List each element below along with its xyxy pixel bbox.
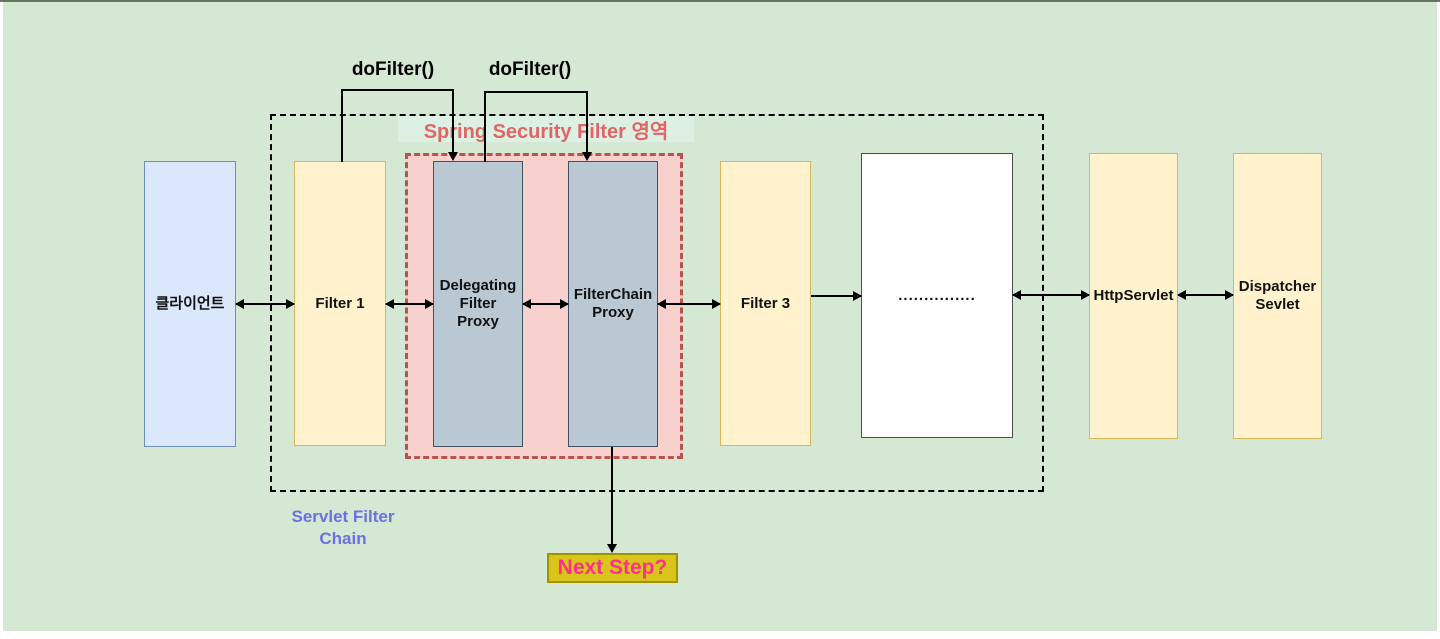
- arrow-client-filter1: [235, 299, 295, 309]
- dofilter1-line-across: [341, 89, 454, 91]
- dofilter1-arrow-down-icon: [448, 89, 458, 161]
- node-filter-3: Filter 3: [720, 161, 811, 446]
- dofilter-label-left: doFilter(): [351, 59, 435, 80]
- node-filterchain-proxy: FilterChain Proxy: [568, 161, 658, 447]
- spring-security-region-title: Spring Security Filter 영역: [398, 116, 694, 143]
- next-step-arrow-icon: [607, 447, 617, 553]
- dofilter2-line-across: [484, 91, 588, 93]
- arrow-ellipsis-httpservlet: [1012, 290, 1090, 300]
- window-top-edge: [0, 0, 1440, 2]
- arrow-filter1-delegating: [385, 299, 434, 309]
- node-delegating-filter-proxy: Delegating Filter Proxy: [433, 161, 523, 447]
- node-filter-1: Filter 1: [294, 161, 386, 446]
- arrow-filterchain-filter3: [657, 299, 721, 309]
- arrow-httpservlet-dispatcher: [1177, 290, 1234, 300]
- arrow-filter3-ellipsis: [811, 291, 862, 301]
- next-step-box: Next Step?: [547, 553, 678, 583]
- node-client: 클라이언트: [144, 161, 236, 447]
- dofilter1-line-up: [341, 89, 343, 162]
- arrow-delegating-filterchain: [522, 299, 569, 309]
- node-dispatcher-servlet: Dispatcher Sevlet: [1233, 153, 1322, 439]
- servlet-filter-chain-label: Servlet Filter Chain: [291, 507, 395, 548]
- node-http-servlet: HttpServlet: [1089, 153, 1178, 439]
- node-ellipsis: ...............: [861, 153, 1013, 438]
- dofilter2-arrow-down-icon: [582, 91, 592, 161]
- dofilter2-line-up: [484, 91, 486, 162]
- dofilter-label-right: doFilter(): [488, 59, 572, 80]
